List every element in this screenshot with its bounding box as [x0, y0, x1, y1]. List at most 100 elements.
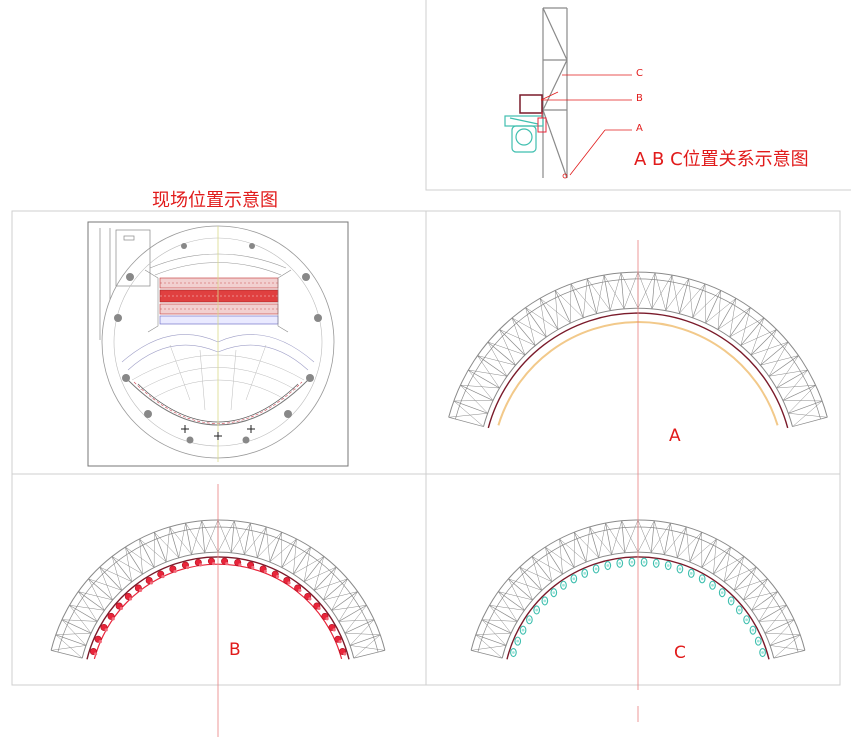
- truss-strut: [139, 538, 155, 568]
- light-fixture-cyan: [709, 580, 716, 590]
- light-fixture-red: [124, 593, 133, 601]
- center-axes: [217, 240, 639, 737]
- truss-diagonal: [764, 605, 787, 634]
- truss-diagonal: [487, 341, 508, 377]
- truss-strut: [664, 523, 671, 555]
- truss-strut: [665, 274, 673, 311]
- truss-diagonal: [448, 413, 488, 418]
- truss-diagonal: [603, 274, 625, 309]
- truss-strut: [554, 290, 571, 324]
- truss-diagonal: [99, 566, 113, 600]
- truss-diagonal: [499, 329, 536, 346]
- truss-diagonal: [611, 520, 622, 555]
- truss-diagonal: [244, 526, 267, 555]
- truss-strut: [125, 546, 143, 575]
- truss-diagonal: [670, 523, 678, 558]
- truss-diagonal: [788, 384, 816, 414]
- light-fixture-red: [259, 565, 267, 574]
- truss-diagonal: [314, 556, 325, 591]
- truss-strut: [185, 523, 192, 555]
- truss-strut: [344, 619, 375, 634]
- truss-strut: [603, 274, 611, 311]
- truss-diagonal: [468, 369, 507, 377]
- truss-strut: [651, 272, 656, 309]
- truss-strut: [679, 278, 690, 314]
- truss-diagonal: [760, 329, 777, 366]
- truss-strut: [69, 604, 98, 622]
- column-markers: [114, 243, 322, 444]
- truss-diagonal: [531, 556, 542, 591]
- light-fixture-cyan: [519, 625, 527, 635]
- truss-diagonal: [570, 283, 572, 323]
- truss-strut: [99, 566, 123, 591]
- truss-diagonal: [88, 578, 105, 611]
- truss-strut: [570, 283, 584, 318]
- truss-strut: [788, 400, 823, 414]
- fixture-red: [537, 112, 547, 133]
- truss-diagonal: [481, 619, 518, 622]
- truss-diagonal: [55, 634, 83, 659]
- light-fixture-cyan: [727, 596, 735, 606]
- truss-diagonal: [519, 566, 552, 582]
- light-fixture-red: [181, 561, 190, 570]
- truss-strut: [201, 520, 206, 553]
- light-fixture-red: [107, 612, 115, 621]
- truss-diagonal: [314, 578, 348, 591]
- light-fixture-cyan: [581, 568, 589, 578]
- truss-strut: [281, 538, 297, 568]
- truss-diagonal: [475, 632, 511, 636]
- truss-strut: [61, 619, 92, 634]
- truss-strut: [481, 619, 512, 634]
- truss-diagonal: [679, 283, 706, 314]
- truss-diagonal: [751, 605, 787, 611]
- truss-diagonal: [717, 290, 722, 330]
- truss-diagonal: [598, 523, 606, 558]
- truss-diagonal: [331, 605, 367, 611]
- truss-diagonal: [769, 369, 808, 377]
- truss-diagonal: [758, 619, 795, 622]
- truss-diagonal: [191, 520, 202, 555]
- truss-diagonal: [475, 634, 503, 659]
- truss-diagonal: [769, 645, 805, 651]
- truss-diagonal: [281, 546, 311, 568]
- light-fixture-cyan: [550, 588, 558, 598]
- truss-diagonal: [637, 520, 655, 553]
- truss-diagonal: [453, 400, 493, 402]
- truss-diagonal: [257, 532, 282, 558]
- truss-diagonal: [323, 566, 337, 600]
- relation-detail: [504, 7, 632, 179]
- truss-diagonal: [677, 532, 702, 558]
- truss-strut: [293, 546, 311, 575]
- site-plan-title: 现场位置示意图: [152, 190, 278, 211]
- truss-strut: [750, 329, 777, 356]
- truss-diagonal: [51, 645, 87, 651]
- truss-diagonal: [111, 556, 143, 575]
- truss-strut: [792, 416, 828, 427]
- light-fixture-cyan: [676, 564, 684, 574]
- light-fixture-cyan: [604, 560, 612, 571]
- truss-strut: [743, 578, 768, 601]
- truss-strut: [471, 650, 503, 659]
- truss-diagonal: [743, 591, 778, 601]
- truss-diagonal: [508, 578, 525, 611]
- truss-strut: [729, 307, 751, 338]
- truss-diagonal: [511, 317, 526, 355]
- truss-diagonal: [338, 619, 375, 622]
- truss-diagonal: [78, 591, 98, 622]
- truss-diagonal: [729, 298, 737, 337]
- truss-diagonal: [637, 272, 656, 309]
- truss-diagonal: [574, 532, 599, 558]
- truss-strut: [539, 298, 559, 330]
- truss-diagonal: [139, 538, 143, 575]
- fixture-cyan: [504, 115, 544, 153]
- truss-diagonal: [701, 546, 731, 568]
- truss-diagonal: [481, 619, 507, 646]
- light-fixture-cyan: [570, 574, 578, 584]
- truss-diagonal: [231, 522, 251, 553]
- truss-diagonal: [723, 547, 731, 582]
- truss-diagonal: [511, 317, 547, 338]
- truss-diagonal: [704, 283, 706, 323]
- truss-diagonal: [460, 384, 500, 389]
- truss-strut: [169, 526, 180, 558]
- vertical-truss: [542, 7, 568, 179]
